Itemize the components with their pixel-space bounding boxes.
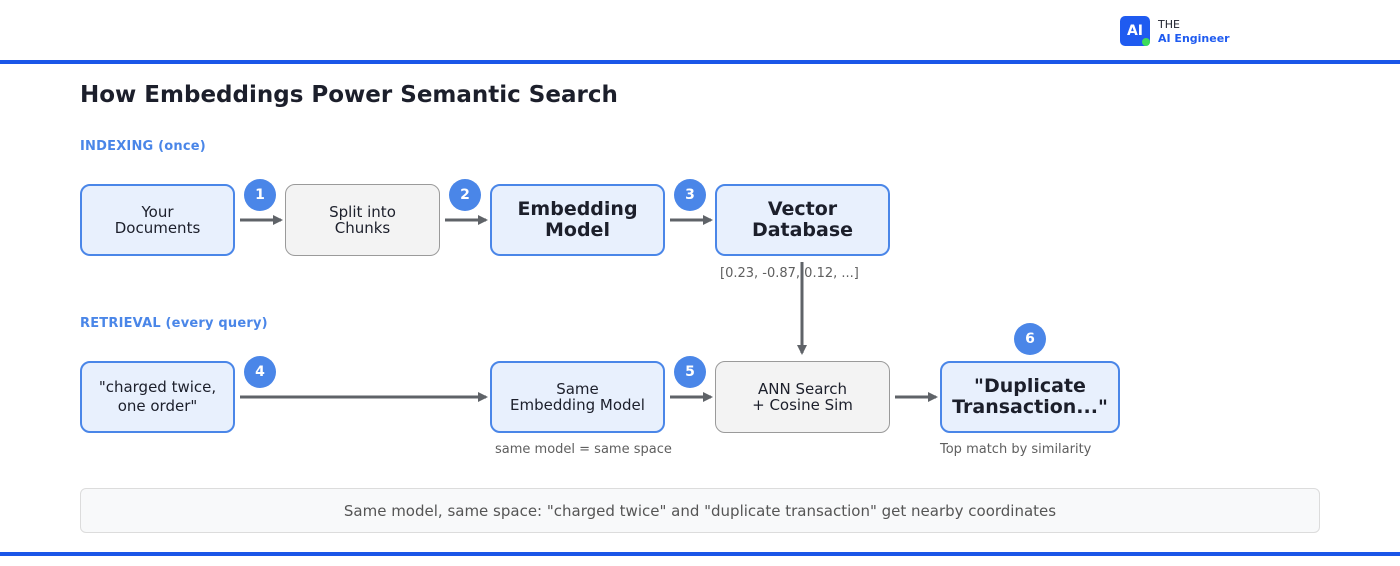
indexing-label: INDEXING (once) <box>80 139 206 154</box>
brand-logo: AI <box>1120 16 1150 46</box>
step-embedding-model-text: Embedding Model <box>517 198 638 241</box>
step-badge-6: 6 <box>1014 323 1046 355</box>
step-split-chunks: Split into Chunks <box>285 184 440 256</box>
step-same-embedding-model-text: Same Embedding Model <box>510 380 645 414</box>
step-query: "charged twice, one order" <box>80 361 235 433</box>
step-split-chunks-text: Split into Chunks <box>329 203 396 237</box>
brand-line1: THE <box>1158 18 1180 31</box>
page-title: How Embeddings Power Semantic Search <box>80 82 618 108</box>
top-rule <box>0 60 1400 64</box>
step-same-embedding-model: Same Embedding Model <box>490 361 665 433</box>
step-result-text: "Duplicate Transaction..." <box>952 375 1108 418</box>
footer-banner: Same model, same space: "charged twice" … <box>80 488 1320 533</box>
footer-banner-text: Same model, same space: "charged twice" … <box>343 501 1057 520</box>
step-badge-1: 1 <box>244 179 276 211</box>
step-query-text: "charged twice, one order" <box>98 378 217 415</box>
step-embedding-model: Embedding Model <box>490 184 665 256</box>
brand-logo-text: AI <box>1126 23 1144 39</box>
step-result: "Duplicate Transaction..." <box>940 361 1120 433</box>
step-vector-database-text: Vector Database <box>751 198 854 241</box>
top-match-note: Top match by similarity <box>940 442 1092 457</box>
bottom-rule <box>0 552 1400 556</box>
step-your-documents: Your Documents <box>80 184 235 256</box>
step-ann-search-text: ANN Search + Cosine Sim <box>752 380 853 414</box>
vector-example-note: [0.23, -0.87, 0.12, ...] <box>720 266 859 281</box>
same-space-note: same model = same space <box>495 442 672 457</box>
step-vector-database: Vector Database <box>715 184 890 256</box>
step-badge-2: 2 <box>449 179 481 211</box>
brand-status-dot <box>1142 38 1150 46</box>
step-your-documents-text: Your Documents <box>114 203 201 237</box>
brand-line2: AI Engineer <box>1158 32 1230 45</box>
step-badge-5: 5 <box>674 356 706 388</box>
retrieval-label: RETRIEVAL (every query) <box>80 316 268 331</box>
step-badge-4: 4 <box>244 356 276 388</box>
step-ann-search: ANN Search + Cosine Sim <box>715 361 890 433</box>
step-badge-3: 3 <box>674 179 706 211</box>
